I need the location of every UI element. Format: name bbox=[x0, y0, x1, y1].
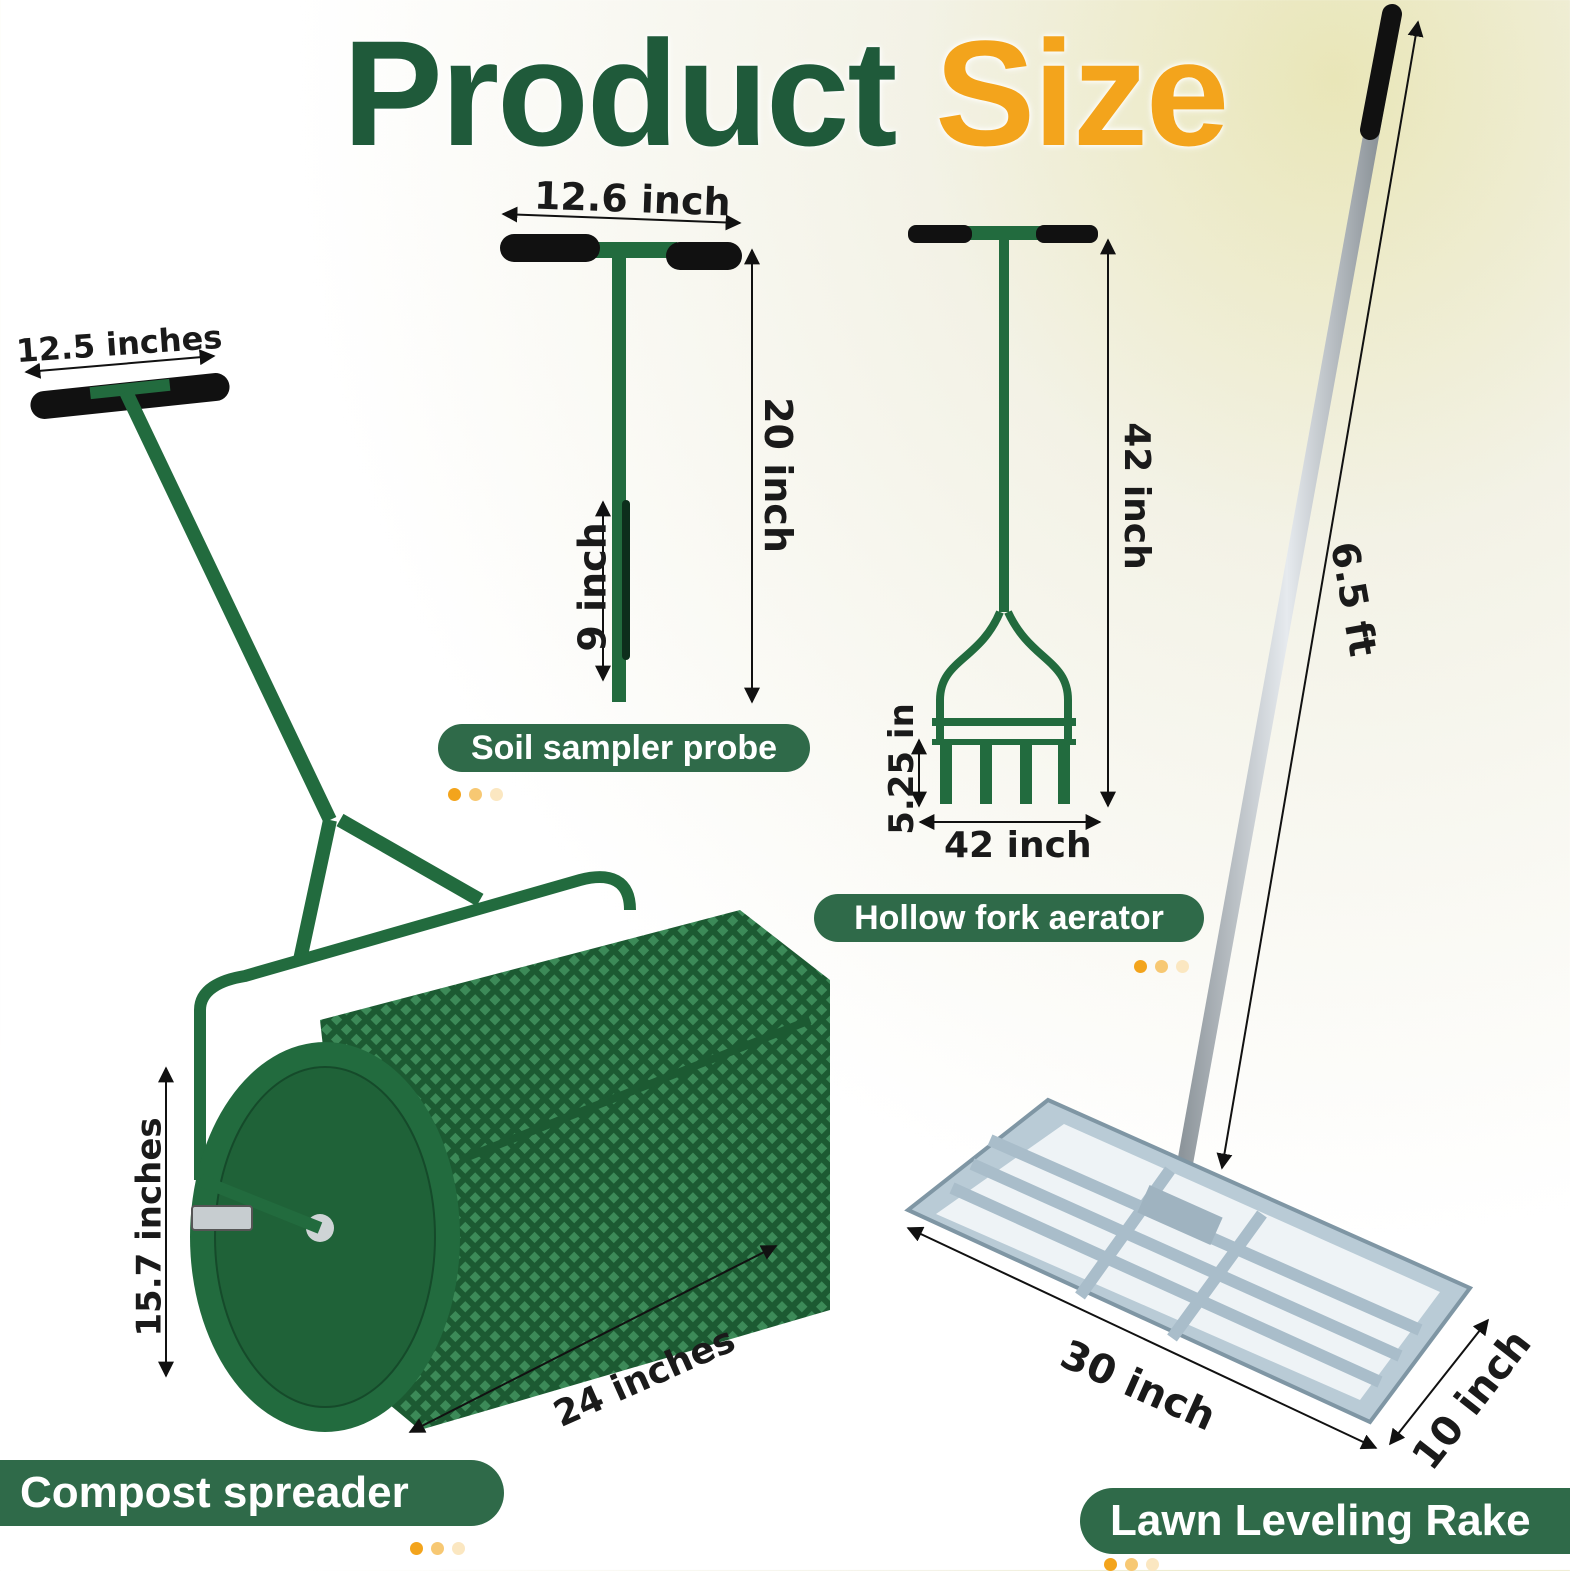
soil-sampler-height-label: 20 inch bbox=[755, 397, 800, 553]
compost-spreader-name-badge: Compost spreader bbox=[0, 1460, 504, 1526]
leveling-rake-name-badge: Lawn Leveling Rake bbox=[1080, 1488, 1570, 1554]
decorative-dots-soil bbox=[448, 788, 503, 801]
aerator-tine-label: 5.25 in bbox=[881, 703, 922, 835]
decorative-dots-rake bbox=[1104, 1558, 1159, 1571]
title-word-size: Size bbox=[935, 9, 1229, 177]
page-title: Product Size bbox=[0, 18, 1570, 168]
aerator-image bbox=[908, 225, 1098, 804]
soil-sampler-dimension-lines bbox=[501, 206, 760, 704]
soil-sampler-probe-image bbox=[500, 234, 742, 702]
aerator-height-label: 42 inch bbox=[1115, 422, 1157, 570]
aerator-dimension-lines bbox=[911, 238, 1116, 830]
compost-dimension-lines bbox=[24, 349, 778, 1433]
soil-sampler-tube-label: 9 inch bbox=[570, 522, 615, 652]
soil-sampler-width-label: 12.6 inch bbox=[533, 173, 732, 225]
rake-dimension-lines bbox=[906, 20, 1489, 1450]
aerator-name-badge: Hollow fork aerator bbox=[814, 894, 1204, 942]
soil-sampler-name-badge: Soil sampler probe bbox=[438, 724, 810, 772]
compost-diameter-label: 15.7 inches bbox=[129, 1117, 170, 1337]
decorative-dots-compost bbox=[410, 1542, 465, 1555]
aerator-width-label: 42 inch bbox=[944, 825, 1092, 866]
title-word-product: Product bbox=[342, 9, 898, 177]
decorative-dots-aerator bbox=[1134, 960, 1189, 973]
